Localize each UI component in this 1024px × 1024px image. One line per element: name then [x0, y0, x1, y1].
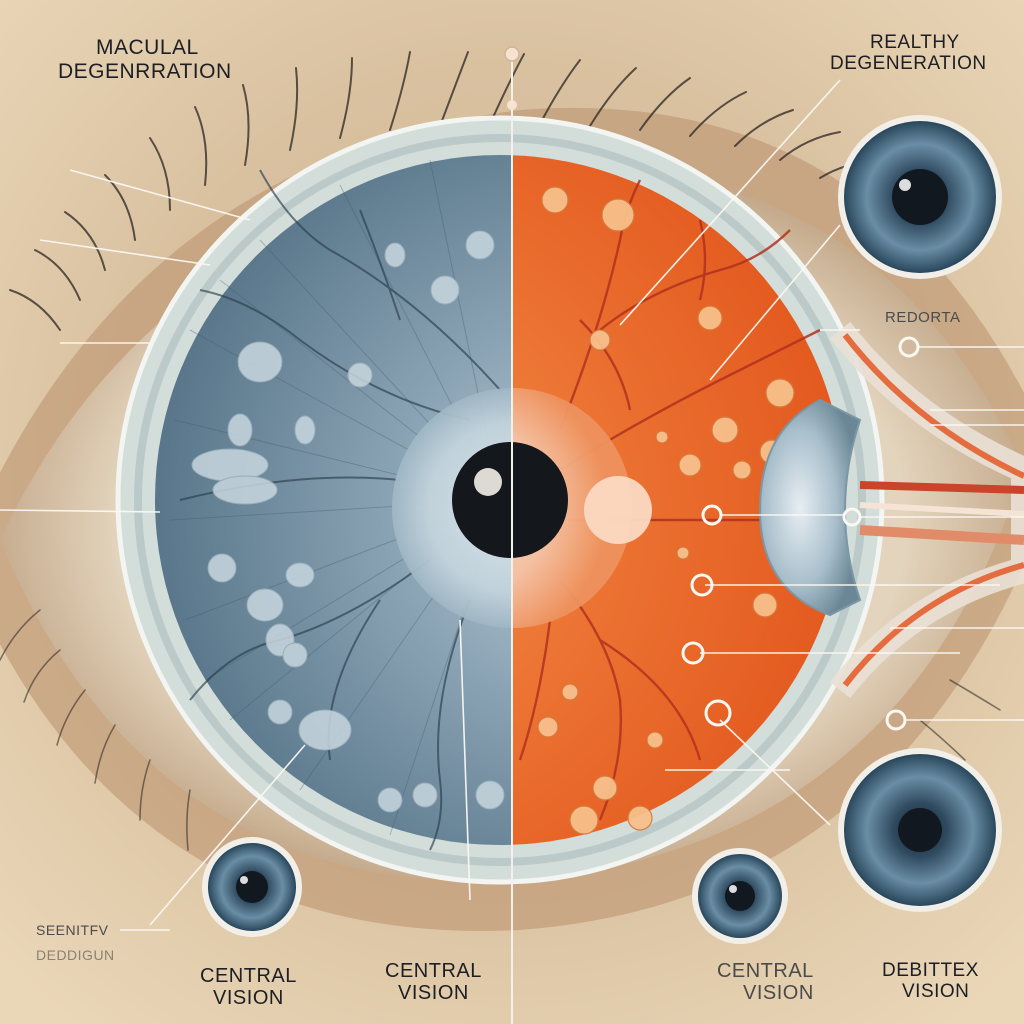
label-line: DEGENRRATION	[58, 59, 232, 83]
label-central-vision-1: CENTRAL VISION	[200, 965, 297, 1010]
eye-icon	[202, 837, 302, 937]
label-redorta: REDORTA	[885, 309, 961, 327]
eye-icon	[838, 748, 1002, 912]
label-line: VISION	[743, 982, 814, 1005]
label-line: VISION	[213, 987, 284, 1010]
label-line: MACULAL	[96, 36, 199, 59]
label-line: VISION	[398, 982, 469, 1005]
blood-vessels	[518, 179, 821, 821]
label-central-vision-2: CENTRAL VISION	[385, 960, 482, 1005]
label-line: CENTRAL	[200, 965, 297, 987]
healthy-half	[512, 155, 862, 845]
label-line: REALTHY	[870, 32, 960, 53]
label-line: REDORTA	[885, 309, 961, 326]
label-line: SEENITFV	[36, 922, 109, 938]
optic-nerve	[829, 322, 1024, 699]
label-line: VISION	[902, 981, 970, 1003]
label-macular-degeneration: MACULAL DEGENRRATION	[58, 36, 232, 83]
label-line: DEDDIGUN	[36, 947, 115, 964]
label-line: CENTRAL	[716, 960, 814, 982]
eye-icon	[692, 848, 788, 944]
label-line: DEGENERATION	[830, 53, 987, 75]
leader-lines	[0, 79, 1024, 931]
label-line: DEBITTEX	[882, 960, 979, 981]
eye-icon	[838, 115, 1002, 279]
pupil	[452, 442, 568, 558]
label-healthy-degeneration: REALTHY DEGENERATION	[830, 32, 987, 75]
label-bottom-left-small: SEENITFV DEDDIGUN	[36, 918, 115, 968]
label-debittex-vision: DEBITTEX VISION	[882, 960, 979, 1003]
label-line: CENTRAL	[385, 960, 482, 982]
drusen-spots	[191, 230, 505, 813]
label-central-vision-3: CENTRAL VISION	[688, 960, 814, 1005]
degenerated-half	[155, 155, 512, 851]
